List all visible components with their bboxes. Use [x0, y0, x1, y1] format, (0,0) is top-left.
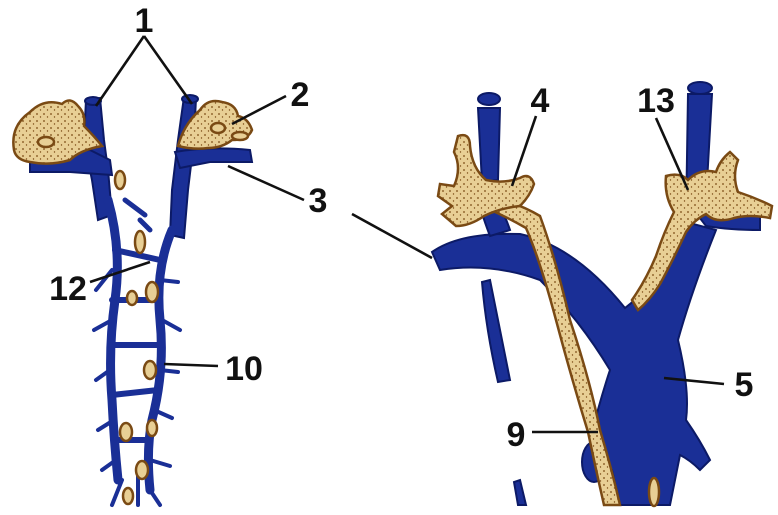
- label-12: 12: [49, 270, 87, 308]
- label-9: 9: [507, 416, 526, 454]
- label-2: 2: [291, 76, 310, 114]
- label-3: 3: [309, 182, 328, 220]
- label-1: 1: [135, 2, 154, 40]
- small-lymph-node-bottom: [649, 478, 659, 506]
- label-5: 5: [735, 366, 754, 404]
- label-4: 4: [531, 82, 550, 120]
- label-10: 10: [225, 350, 263, 388]
- right-figure: [432, 82, 772, 506]
- label-13: 13: [637, 82, 675, 120]
